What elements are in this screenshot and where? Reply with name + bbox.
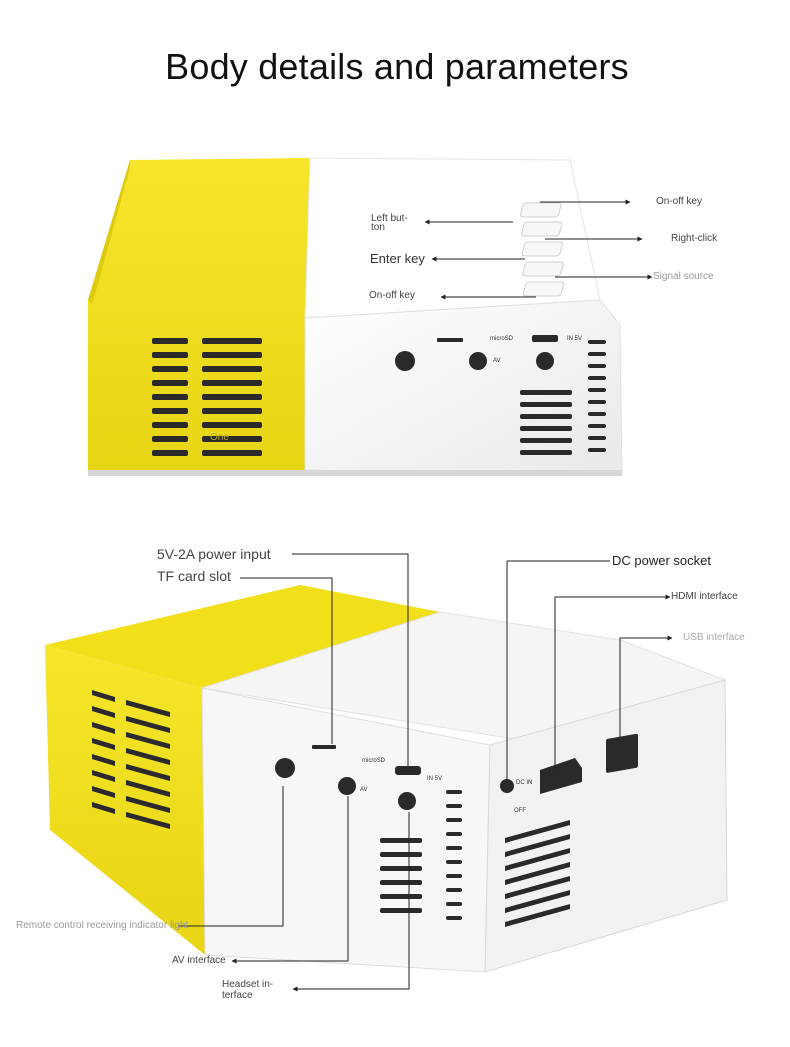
label-right-click: Right-click (671, 233, 718, 244)
top-buttons (520, 202, 565, 297)
watermark-text: One (210, 432, 229, 443)
port-label-dc-in: DC IN (516, 780, 533, 786)
yellow-shell-bottom (45, 645, 205, 955)
label-tf-card-slot: TF card slot (157, 568, 231, 584)
microsd-slot-top (437, 338, 463, 342)
projector-bottom-view (45, 553, 728, 992)
ir-window-bottom (275, 758, 295, 778)
end-grille (505, 820, 570, 927)
page-title: Body details and parameters (165, 46, 629, 87)
white-grille-top (520, 340, 606, 455)
port-label-in5v-bottom: IN 5V (427, 776, 443, 782)
projector-top-view (88, 157, 653, 476)
port-label-microsd-top: microSD (490, 336, 514, 342)
av-port-top (469, 352, 487, 370)
port-label-microsd-bottom: microSD (362, 758, 386, 764)
micro-usb-top (532, 335, 558, 342)
port-label-off: OFF (514, 808, 526, 814)
usb-port (606, 733, 638, 773)
white-front-bottom (201, 687, 491, 973)
headset-port-bottom (398, 792, 416, 810)
label-remote-indicator: Remote control receiving indicator light (16, 920, 189, 931)
label-hdmi-interface: HDMI interface (671, 591, 738, 602)
av-port-bottom (338, 777, 356, 795)
yellow-top-surface (45, 585, 440, 688)
label-headset-interface: Headset in-terface (222, 979, 274, 1001)
ir-window-top (395, 351, 415, 371)
yellow-grille-top (152, 338, 262, 456)
dc-port (500, 779, 514, 793)
label-on-off-key-left: On-off key (369, 290, 415, 301)
yellow-shell-top (88, 158, 310, 475)
port-label-in5v-top: IN 5V (567, 336, 583, 342)
headset-port-top (536, 352, 554, 370)
label-on-off-key-right: On-off key (656, 196, 702, 207)
port-label-av-top: AV (493, 358, 501, 364)
label-usb-interface: USB interface (683, 632, 745, 643)
yellow-grille-bottom (92, 690, 170, 829)
microsd-slot-bottom (312, 745, 336, 749)
label-power-input: 5V-2A power input (157, 546, 271, 562)
hdmi-port (540, 758, 582, 794)
label-left-button: Left but-ton (371, 213, 408, 233)
white-front-top (304, 299, 623, 476)
white-grille-bottom (380, 790, 462, 920)
label-signal-source: Signal source (653, 271, 714, 282)
label-enter-key: Enter key (370, 251, 425, 266)
label-av-interface: AV interface (172, 955, 226, 966)
port-label-av-bottom: AV (360, 787, 368, 793)
label-dc-power-socket: DC power socket (612, 553, 711, 568)
micro-usb-bottom (395, 766, 421, 775)
